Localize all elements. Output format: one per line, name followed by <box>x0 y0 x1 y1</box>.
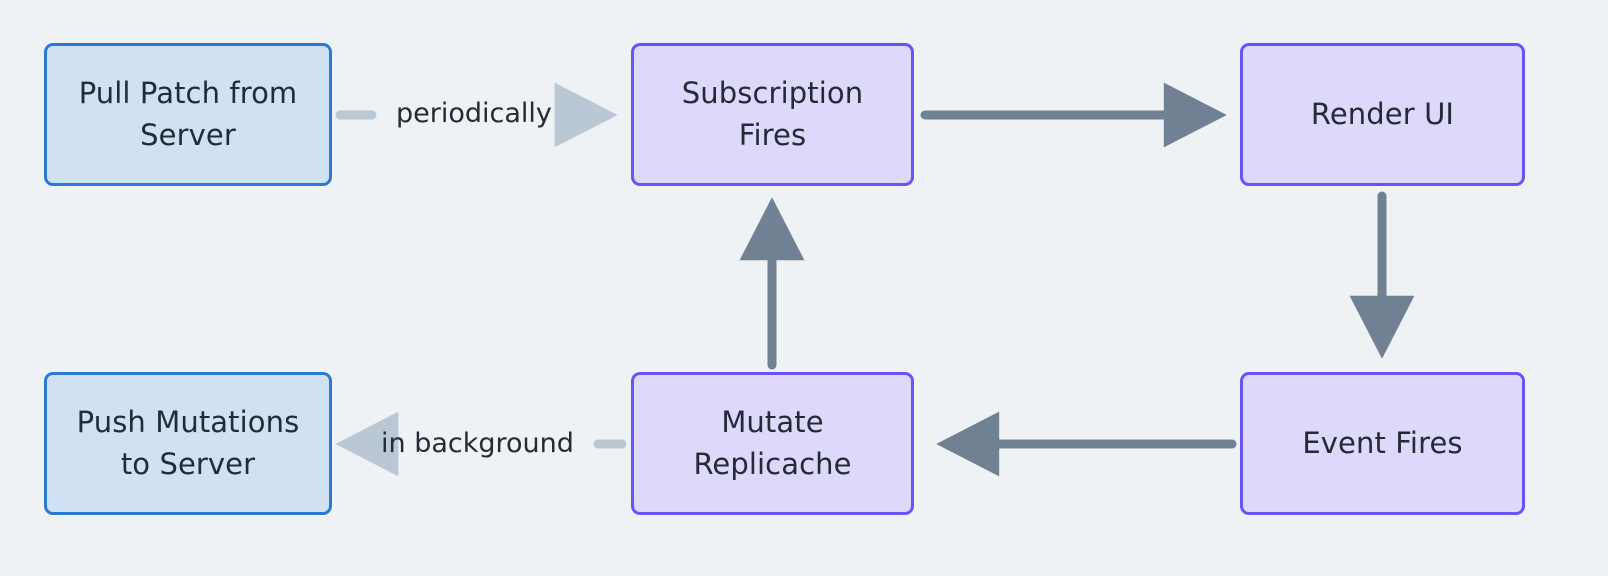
node-push-mutations-to-server[interactable]: Push Mutations to Server <box>44 372 332 515</box>
node-event-fires[interactable]: Event Fires <box>1240 372 1525 515</box>
node-mutate-replicache[interactable]: Mutate Replicache <box>631 372 914 515</box>
edge-label-periodically: periodically <box>396 98 552 129</box>
node-render-ui[interactable]: Render UI <box>1240 43 1525 186</box>
edge-label-in-background: in background <box>381 428 574 459</box>
node-pull-patch-from-server[interactable]: Pull Patch from Server <box>44 43 332 186</box>
node-subscription-fires[interactable]: Subscription Fires <box>631 43 914 186</box>
